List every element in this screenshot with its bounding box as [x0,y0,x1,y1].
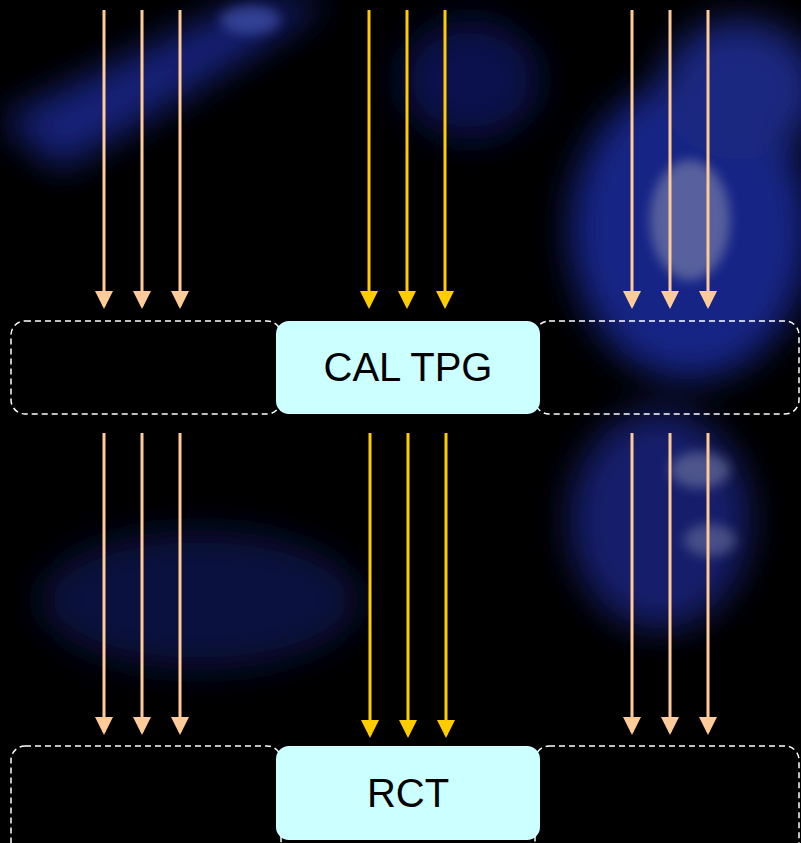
box-label: CAL TPG [324,345,493,390]
flow-arrow [445,433,448,735]
process-box: RCT [276,746,540,840]
empty-slot [11,321,799,843]
box-label: RCT [367,771,449,816]
flow-arrow [369,433,372,735]
flow-arrow [407,433,410,735]
process-box: CAL TPG [276,321,540,414]
